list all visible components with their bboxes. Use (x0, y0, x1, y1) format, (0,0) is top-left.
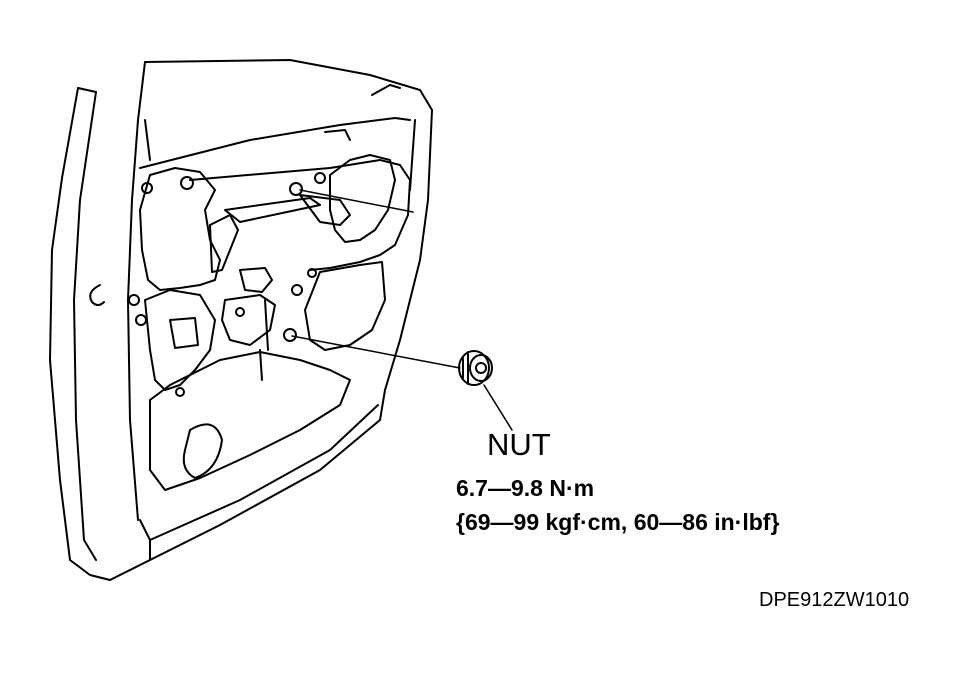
nut-label: NUT (487, 427, 551, 462)
figure-code: DPE912ZW1010 (759, 589, 910, 611)
nut-icon (458, 350, 493, 386)
inner-door-panel (139, 154, 411, 491)
torque-spec-nm: 6.7—9.8 N·m (456, 475, 595, 501)
door-frame-outline (49, 59, 433, 581)
mounting-holes (89, 172, 326, 397)
leader-lines (291, 189, 513, 431)
torque-spec-alt-units: {69—99 kgf·cm, 60—86 in·lbf} (456, 509, 780, 535)
